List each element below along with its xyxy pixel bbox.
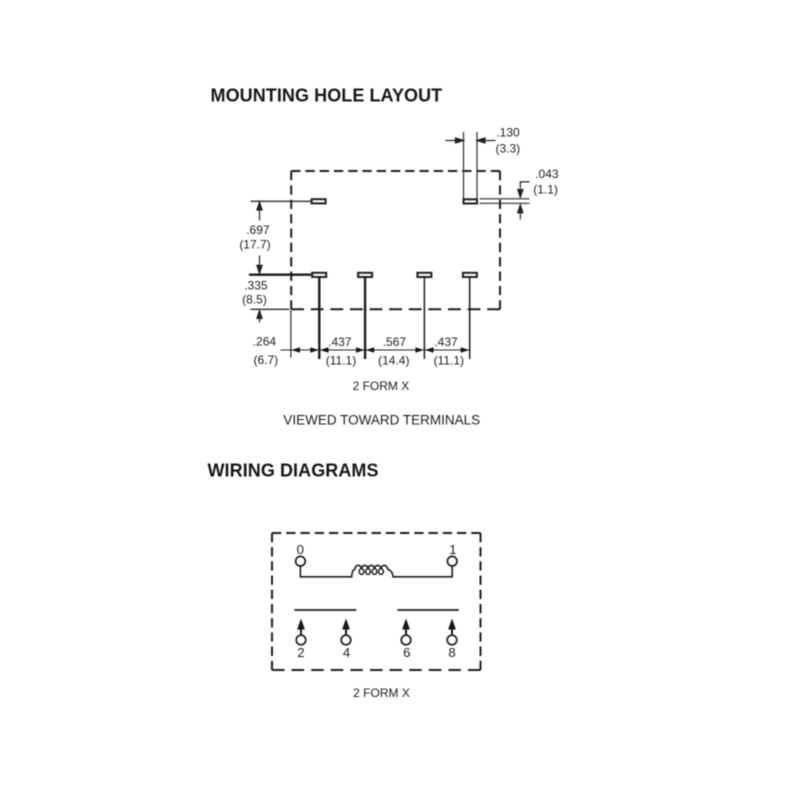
- svg-text:(17.7): (17.7): [239, 237, 270, 251]
- svg-text:2 FORM X: 2 FORM X: [353, 686, 410, 700]
- svg-text:8: 8: [448, 645, 455, 660]
- svg-text:.335: .335: [244, 278, 268, 292]
- svg-text:.437: .437: [434, 335, 458, 349]
- svg-text:4: 4: [343, 645, 350, 660]
- svg-text:(8.5): (8.5): [242, 293, 267, 307]
- svg-text:6: 6: [403, 645, 410, 660]
- svg-text:(11.1): (11.1): [326, 353, 356, 367]
- svg-text:.437: .437: [328, 335, 352, 349]
- svg-text:.130: .130: [496, 126, 520, 140]
- svg-text:2 FORM X: 2 FORM X: [353, 379, 410, 393]
- svg-text:(6.7): (6.7): [253, 353, 278, 367]
- svg-text:(14.4): (14.4): [378, 353, 409, 367]
- svg-text:(1.1): (1.1): [533, 182, 558, 196]
- svg-text:.697: .697: [246, 223, 270, 237]
- svg-text:2: 2: [297, 645, 304, 660]
- svg-text:(3.3): (3.3): [495, 141, 520, 155]
- svg-text:(11.1): (11.1): [434, 353, 464, 367]
- svg-text:MOUNTING HOLE LAYOUT: MOUNTING HOLE LAYOUT: [211, 86, 443, 106]
- svg-text:.567: .567: [383, 335, 407, 349]
- svg-text:1: 1: [449, 542, 456, 557]
- svg-text:VIEWED TOWARD TERMINALS: VIEWED TOWARD TERMINALS: [283, 412, 480, 427]
- svg-text:0: 0: [297, 542, 304, 557]
- svg-text:.043: .043: [535, 167, 559, 181]
- svg-text:WIRING DIAGRAMS: WIRING DIAGRAMS: [208, 460, 379, 480]
- svg-text:.264: .264: [253, 335, 277, 349]
